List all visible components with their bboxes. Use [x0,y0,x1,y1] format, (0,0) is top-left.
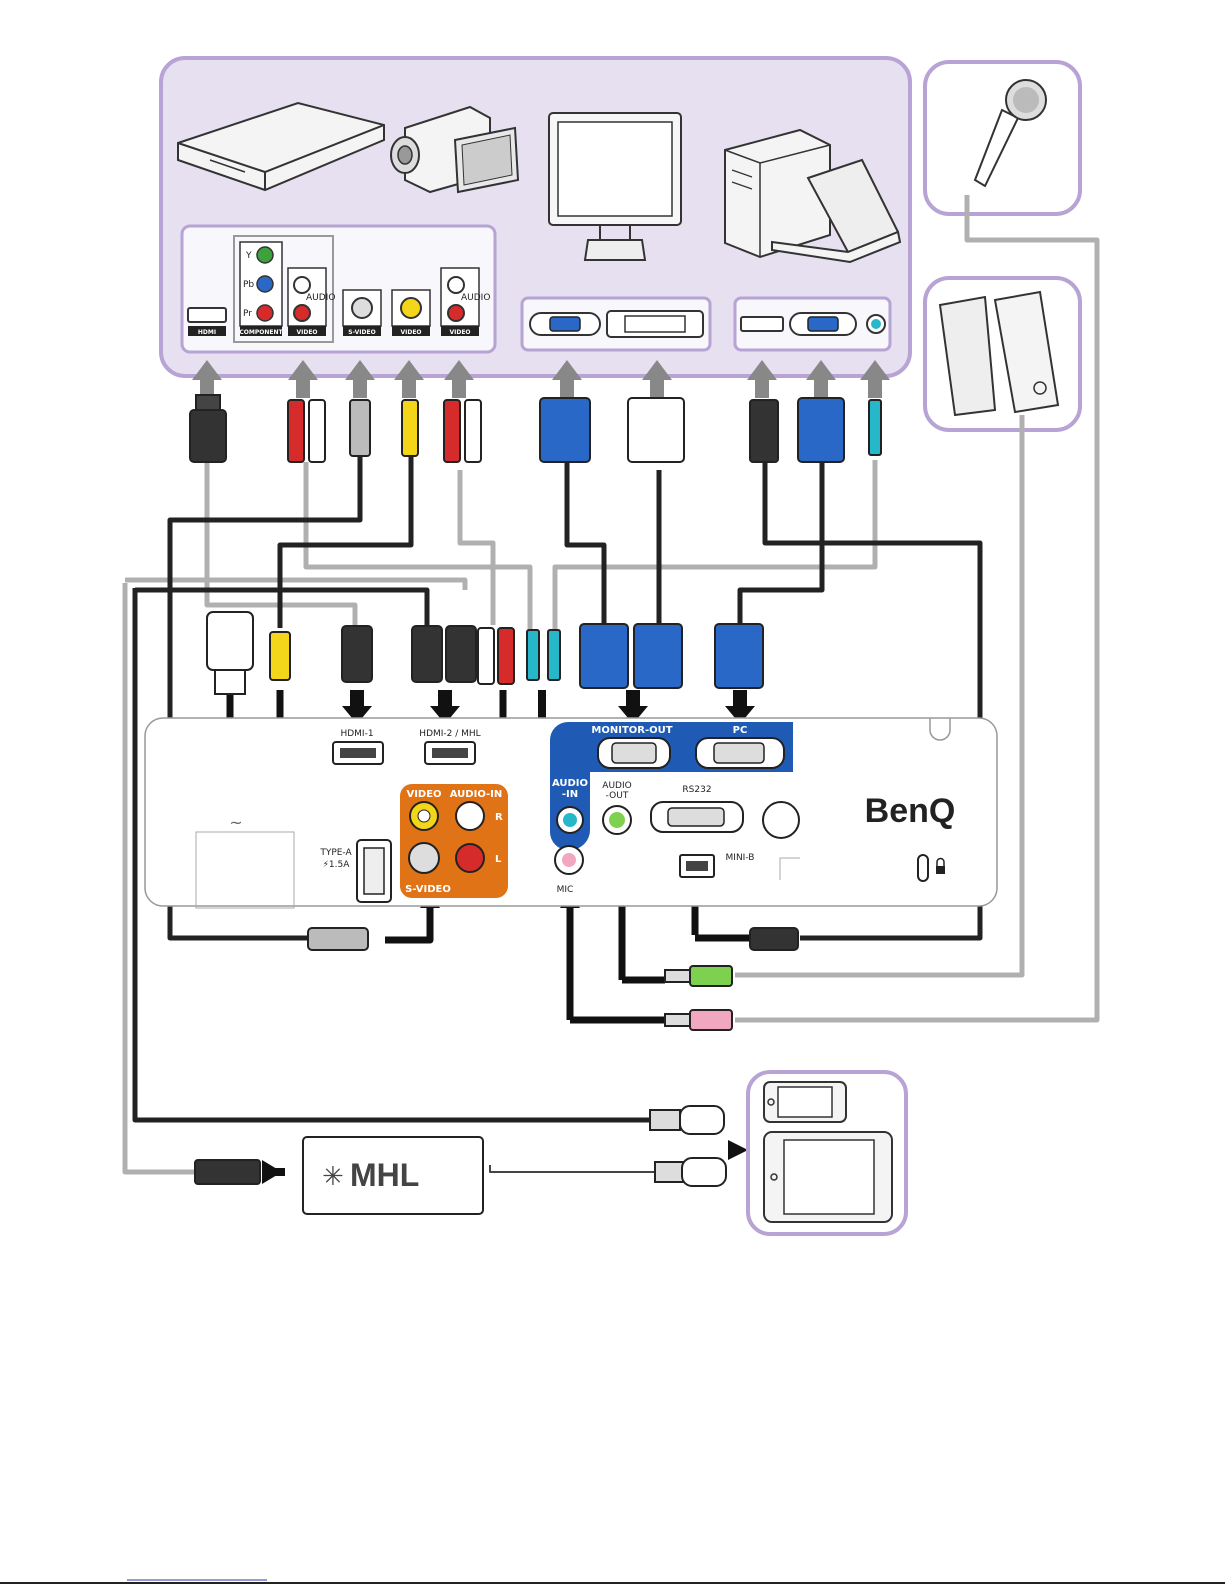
component-y-label: Y [245,251,252,261]
audio-in-label: AUDIO-IN [450,789,503,800]
projector-orange-block: VIDEO AUDIO-IN R L S-VIDEO [400,784,508,898]
rs232-label: RS232 [682,785,711,795]
mhl-star-icon: ✳ [322,1162,344,1192]
brand-logo: BenQ [865,792,956,830]
pc-tower-icon [725,130,830,257]
hdmi1-label: HDMI-1 [340,729,373,739]
video3-label: VIDEO [449,329,470,336]
monitor-out-label: MONITOR-OUT [591,725,672,736]
mhl-adapter: ✳ MHL [262,1137,483,1214]
component-pr-label: Pr [243,309,252,319]
audio-in-small-1: AUDIO [552,778,588,789]
audio-r-label: R [495,812,503,823]
cable-plugs-projector [207,612,763,694]
smartphone-icon [764,1082,846,1122]
component-pb-label: Pb [243,280,254,290]
mini-b-label: MINI-B [726,853,755,863]
audio-out-label-2: -OUT [606,791,629,801]
svg-text:~: ~ [229,813,242,832]
audio-l-label: L [495,854,502,865]
svideo-source-label: S-VIDEO [348,329,375,336]
video1-label: VIDEO [296,329,317,336]
component-label: COMPONENT [239,329,283,336]
speakers-panel [925,278,1080,430]
audio1-label: AUDIO [306,293,335,303]
type-a-label-2: ⚡1.5A [323,860,351,870]
mhl-logo: MHL [350,1157,419,1193]
pc-connectors-panel [735,298,890,350]
cable-plugs-bottom [195,928,798,1186]
pc-label: PC [733,725,748,736]
type-a-label-1: TYPE-A [319,848,352,858]
footer-rule [0,1580,1225,1583]
cable-plugs-top [190,395,881,462]
microphone-panel [925,62,1080,214]
hdmi2-label: HDMI-2 / MHL [419,729,480,739]
svideo-port-label: S-VIDEO [405,884,451,895]
av-connectors-panel: HDMI Y Pb Pr COMPONENT AUDIO VIDEO S-VID… [182,226,495,352]
usb-dongle-icon [207,612,253,694]
audio-out-label-1: AUDIO [602,781,631,791]
audio-in-small-2: -IN [562,789,578,800]
monitor-connectors-panel [522,298,710,350]
video2-label: VIDEO [400,329,421,336]
mobile-devices-panel [728,1072,906,1234]
audio2-label: AUDIO [461,293,490,303]
mic-label: MIC [557,885,574,895]
tablet-icon [764,1132,892,1222]
hdmi-source-label: HDMI [198,329,216,336]
video-port-label: VIDEO [406,789,441,800]
